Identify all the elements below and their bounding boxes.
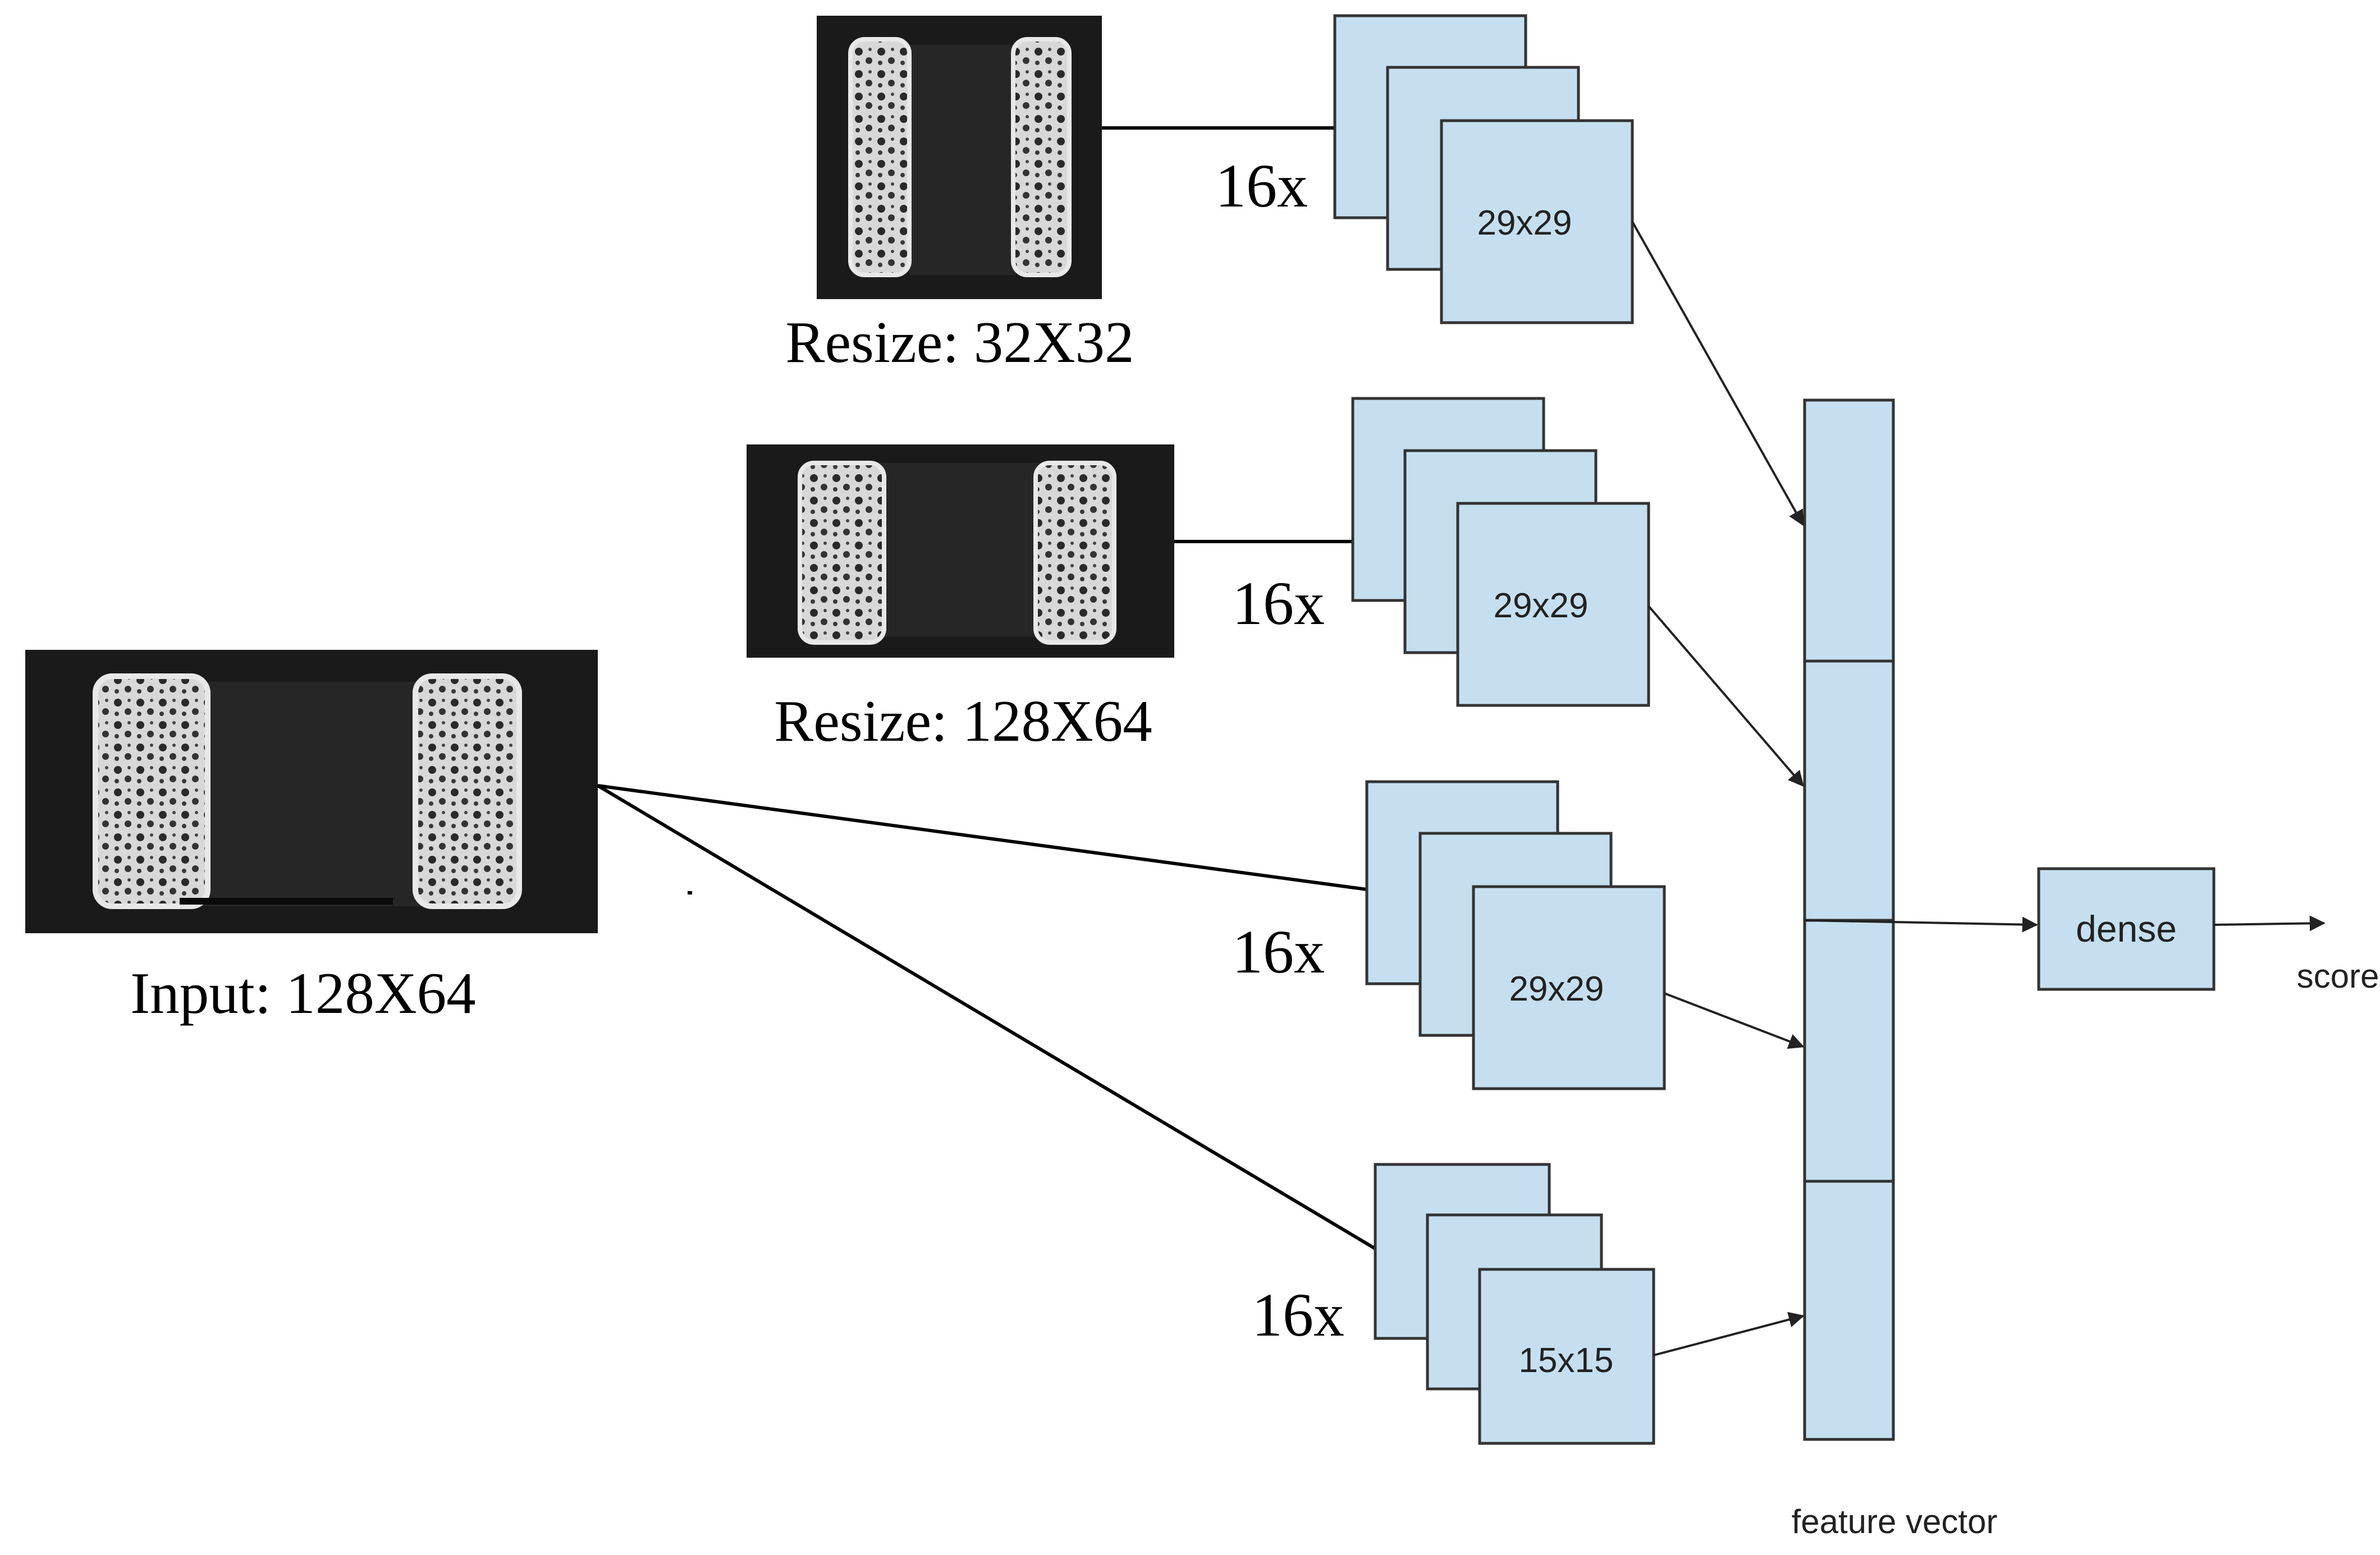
input-chip-image	[25, 650, 598, 933]
feature-vector-segment-3	[1803, 919, 1895, 1183]
arrow-branch-4-to-vector	[1653, 1311, 1805, 1356]
arrow-branch-1-to-vector	[1631, 221, 1804, 526]
branch-1-map-size: 29x29	[1477, 204, 1572, 242]
resize-small-label: Resize: 32X32	[785, 309, 1134, 375]
branch-2-map-size: 29x29	[1494, 586, 1589, 625]
branch-2-count: 16x	[1232, 569, 1325, 637]
branch-3: 16x 29x29	[1232, 780, 1666, 1090]
branch-1: 16x 29x29	[1215, 14, 1634, 324]
wire-branch-3	[597, 784, 1367, 891]
branch-2-map-front	[1456, 502, 1650, 707]
branch-4-count: 16x	[1252, 1281, 1344, 1349]
wire-branch-4	[597, 784, 1376, 1250]
resize-wide-chip-image	[747, 444, 1174, 658]
input-label: Input: 128X64	[130, 960, 475, 1026]
dense-layer-box	[2037, 867, 2216, 991]
stray-dot	[688, 891, 692, 895]
arrow-vector-to-dense	[1804, 916, 2038, 933]
branch-3-count: 16x	[1232, 918, 1325, 986]
branch-1-count: 16x	[1215, 152, 1308, 220]
resize-small-chip-image	[817, 16, 1102, 299]
arrow-branch-2-to-vector	[1647, 605, 1804, 787]
branch-3-map-size: 29x29	[1509, 970, 1604, 1008]
branch-4-map-front	[1478, 1268, 1655, 1445]
feature-vector-segment-4	[1803, 1180, 1895, 1441]
score-label: score	[2297, 957, 2379, 995]
branch-2: 16x 29x29	[1232, 397, 1650, 707]
feature-vector-segment-2	[1803, 659, 1895, 922]
arrow-branch-3-to-vector	[1664, 992, 1805, 1049]
feature-vector-segment-1	[1803, 398, 1895, 663]
feature-vector: feature vector	[1792, 398, 1998, 1540]
arrow-dense-to-score	[2213, 915, 2326, 932]
branch-3-map-front	[1472, 885, 1666, 1090]
resize-wide-label: Resize: 128X64	[774, 688, 1152, 754]
feature-vector-label: feature vector	[1792, 1503, 1998, 1540]
branch-4: 16x 15x15	[1252, 1163, 1655, 1445]
branch-4-map-size: 15x15	[1519, 1341, 1614, 1380]
dense-label: dense	[2076, 908, 2177, 949]
